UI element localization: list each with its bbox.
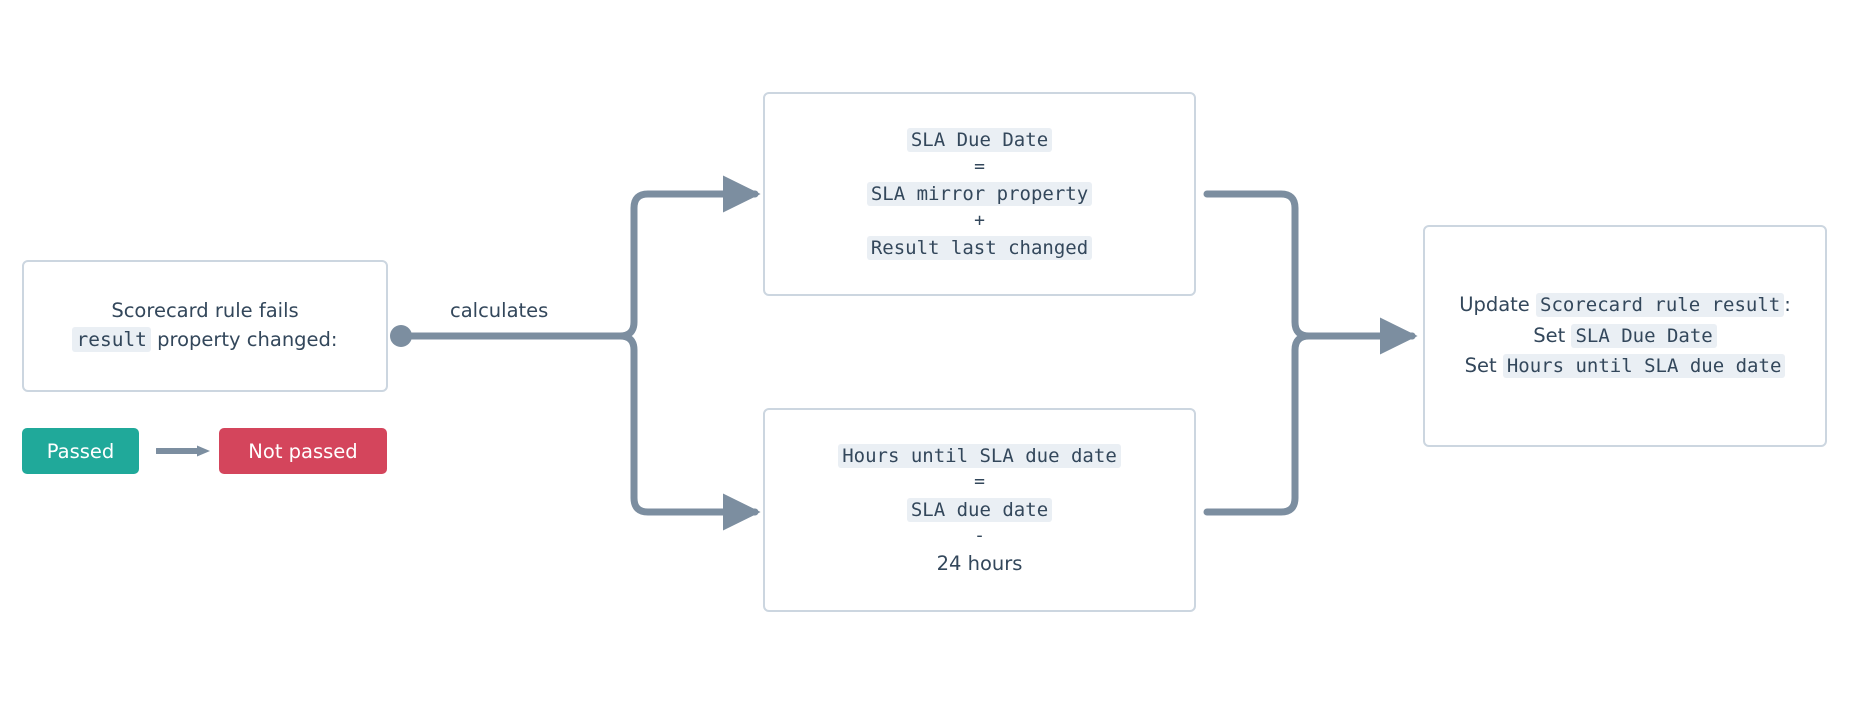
node-action-update-result[interactable]: Update Scorecard rule result: Set SLA Du… [1423, 225, 1827, 447]
node-trigger[interactable]: Scorecard rule fails result property cha… [22, 260, 388, 392]
formula-operator: = [974, 155, 985, 177]
edge-label-calculates: calculates [450, 299, 549, 322]
formula-token: Result last changed [866, 235, 1093, 260]
formula-line: SLA mirror property [866, 179, 1093, 208]
edge-sla-due-date-to-action [1203, 190, 1418, 355]
action-property-sla-due-date: SLA Due Date [1571, 323, 1717, 348]
formula-literal: 24 hours [936, 551, 1023, 575]
node-formula-sla-due-date[interactable]: SLA Due Date = SLA mirror property + Res… [763, 92, 1196, 296]
action-property-hours-until-sla-due-date: Hours until SLA due date [1502, 354, 1786, 379]
trigger-line-2: result property changed: [72, 326, 338, 355]
action-line-1-lead: Update [1459, 292, 1537, 316]
action-line-3-lead: Set [1464, 354, 1503, 378]
arrow-right-icon [156, 445, 210, 457]
action-line-1-tail: : [1784, 292, 1791, 316]
edge-start-dot [390, 325, 412, 347]
formula-token: SLA mirror property [866, 181, 1093, 206]
status-badge-passed[interactable]: Passed [22, 428, 139, 474]
formula-token: Hours until SLA due date [838, 443, 1121, 468]
action-line-2-lead: Set [1533, 323, 1572, 347]
edge-trigger-to-hours-until [397, 332, 761, 531]
formula-operator: = [974, 471, 985, 493]
action-line-3: Set Hours until SLA due date [1465, 351, 1786, 382]
formula-line: Result last changed [866, 233, 1093, 262]
trigger-line-2-text: property changed: [150, 328, 338, 351]
formula-line: SLA due date [906, 495, 1053, 524]
node-formula-hours-until-sla-due-date[interactable]: Hours until SLA due date = SLA due date … [763, 408, 1196, 612]
formula-line: Hours until SLA due date [838, 441, 1121, 470]
status-badge-not-passed[interactable]: Not passed [219, 428, 387, 474]
formula-operator: + [974, 209, 985, 231]
status-transition-group: Passed Not passed [22, 428, 388, 474]
formula-token: SLA Due Date [906, 127, 1053, 152]
action-property-scorecard-rule-result: Scorecard rule result [1536, 292, 1785, 317]
formula-token: SLA due date [906, 497, 1053, 522]
trigger-line-1: Scorecard rule fails [111, 299, 299, 323]
edge-hours-until-to-action [1203, 332, 1416, 516]
action-line-1: Update Scorecard rule result: [1459, 290, 1791, 321]
formula-operator: - [974, 525, 985, 547]
formula-line: SLA Due Date [906, 125, 1053, 154]
trigger-property-code: result [72, 327, 151, 352]
action-line-2: Set SLA Due Date [1533, 321, 1717, 352]
